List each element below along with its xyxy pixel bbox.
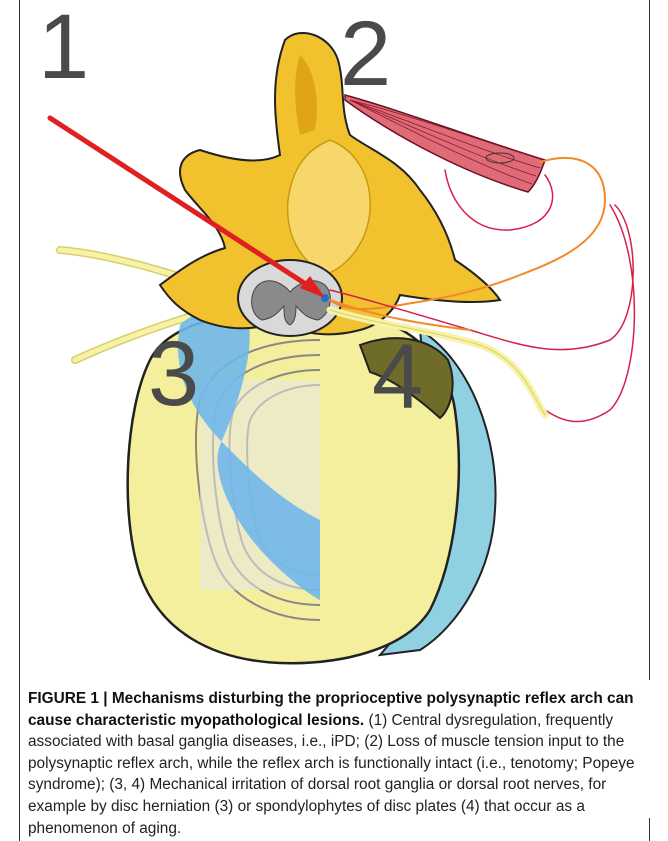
figure-caption: FIGURE 1 | Mechanisms disturbing the pro… [28, 688, 644, 839]
right-border-rule [649, 0, 650, 680]
caption-body: (1) Central dysregulation, frequently as… [28, 712, 635, 837]
label-4: 4 [372, 326, 423, 428]
label-2: 2 [340, 3, 391, 105]
right-border-rule-lower [649, 818, 650, 841]
label-1: 1 [38, 0, 89, 98]
spine-illustration: 1 2 3 4 [20, 0, 649, 680]
label-3: 3 [148, 323, 199, 425]
